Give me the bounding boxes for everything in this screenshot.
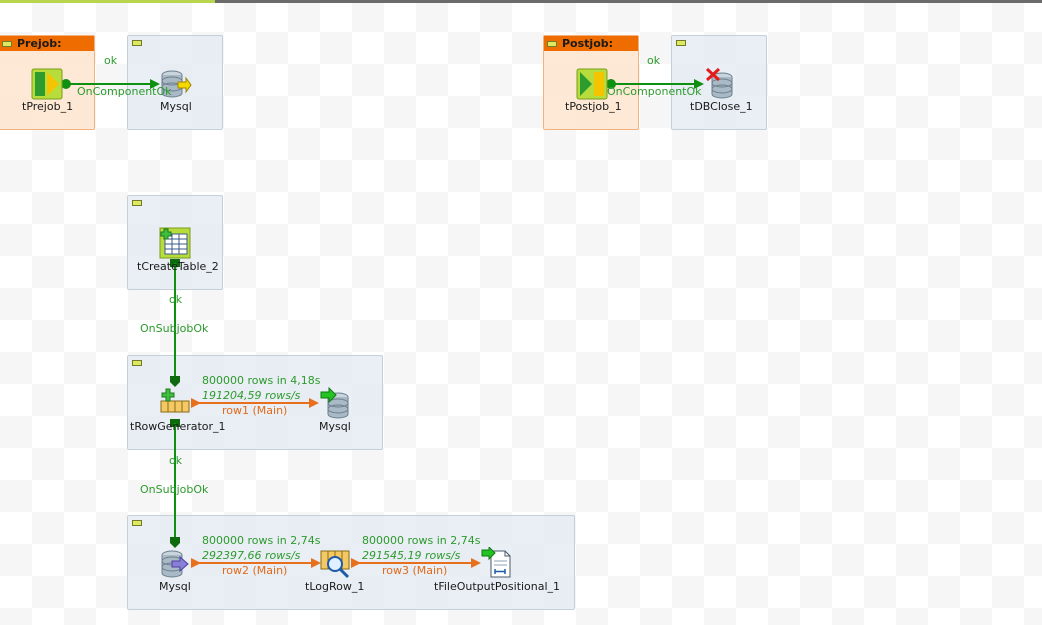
collapse-icon[interactable] xyxy=(132,40,142,46)
top-border xyxy=(0,0,1042,3)
component-tfileoutputpositional-label[interactable]: tFileOutputPositional_1 xyxy=(434,580,561,593)
subjob-prejob-title: Prejob: xyxy=(17,37,62,50)
component-trowgenerator[interactable] xyxy=(159,387,191,419)
collapse-icon[interactable] xyxy=(132,200,142,206)
database-output-icon xyxy=(320,386,349,419)
component-mysql-prejob[interactable] xyxy=(160,68,192,100)
top-border-accent xyxy=(0,0,215,3)
collapse-icon[interactable] xyxy=(547,41,557,47)
component-mysql-output[interactable] xyxy=(320,386,352,419)
component-tdbclose[interactable] xyxy=(705,67,737,100)
flow-row1[interactable] xyxy=(191,398,319,408)
link-prejob-oncomponentok-label: OnComponentOk xyxy=(77,85,172,98)
flow-row2-name[interactable]: row2 (Main) xyxy=(222,564,288,577)
flow-row1-stats: 800000 rows in 4,18s xyxy=(202,374,321,387)
component-tlogrow[interactable] xyxy=(320,547,352,579)
database-connection-icon xyxy=(161,70,192,98)
flow-row3[interactable] xyxy=(351,558,481,568)
component-tcreatetable[interactable] xyxy=(159,227,191,259)
component-tdbclose-label[interactable]: tDBClose_1 xyxy=(690,100,753,113)
subjob-postjob-title: Postjob: xyxy=(562,37,614,50)
link-prejob-ok[interactable] xyxy=(61,79,160,89)
link-onsubjobok-2[interactable] xyxy=(170,419,180,548)
collapse-icon[interactable] xyxy=(676,40,686,46)
component-tfileoutputpositional[interactable] xyxy=(481,545,513,579)
link-subjob1-ok-label: ok xyxy=(169,293,183,306)
component-mysql-prejob-label[interactable]: Mysql xyxy=(160,100,192,113)
flow-row2[interactable] xyxy=(191,558,321,568)
link-postjob-ok[interactable] xyxy=(606,79,704,89)
subjob-prejob-header[interactable]: Prejob: xyxy=(0,36,94,51)
link-postjob-oncomponentok-label: OnComponentOk xyxy=(607,85,702,98)
collapse-icon[interactable] xyxy=(2,41,12,47)
flow-row2-stats: 800000 rows in 2,74s xyxy=(202,534,321,547)
flow-row3-rate: 291545,19 rows/s xyxy=(362,549,461,562)
flow-row1-name[interactable]: row1 (Main) xyxy=(222,404,288,417)
subjob-postjob[interactable]: Postjob: xyxy=(543,35,639,130)
component-tprejob-label[interactable]: tPrejob_1 xyxy=(22,100,74,113)
link-subjob1-onsubjobok-label: OnSubjobOk xyxy=(140,322,209,335)
component-mysql-input-label[interactable]: Mysql xyxy=(159,580,191,593)
component-mysql-output-label[interactable]: Mysql xyxy=(319,420,351,433)
subjob-postjob-header[interactable]: Postjob: xyxy=(544,36,638,51)
component-tpostjob[interactable] xyxy=(576,68,608,100)
link-subjob2-onsubjobok-label: OnSubjobOk xyxy=(140,483,209,496)
component-tcreatetable-label[interactable]: tCreateTable_2 xyxy=(137,260,219,273)
component-tprejob[interactable] xyxy=(31,68,63,100)
create-table-icon xyxy=(159,227,191,259)
component-mysql-input[interactable] xyxy=(159,547,191,579)
component-trowgenerator-label[interactable]: tRowGenerator_1 xyxy=(130,420,226,433)
database-input-icon xyxy=(161,550,189,578)
link-subjob2-ok-label: ok xyxy=(169,454,183,467)
link-onsubjobok-1[interactable] xyxy=(170,259,180,387)
collapse-icon[interactable] xyxy=(132,360,142,366)
postjob-trigger-icon xyxy=(576,68,608,100)
flow-row3-stats: 800000 rows in 2,74s xyxy=(362,534,481,547)
collapse-icon[interactable] xyxy=(132,520,142,526)
row-generator-icon xyxy=(160,388,190,413)
database-close-icon xyxy=(705,67,733,99)
prejob-trigger-icon xyxy=(31,68,63,100)
flow-row2-rate: 292397,66 rows/s xyxy=(202,549,301,562)
component-tpostjob-label[interactable]: tPostjob_1 xyxy=(565,100,622,113)
link-prejob-ok-label: ok xyxy=(104,54,118,67)
component-tlogrow-label[interactable]: tLogRow_1 xyxy=(305,580,365,593)
log-row-icon xyxy=(320,550,350,579)
flow-row3-name[interactable]: row3 (Main) xyxy=(382,564,448,577)
link-postjob-ok-label: ok xyxy=(647,54,661,67)
file-output-icon xyxy=(481,545,511,578)
flow-row1-rate: 191204,59 rows/s xyxy=(202,389,301,402)
